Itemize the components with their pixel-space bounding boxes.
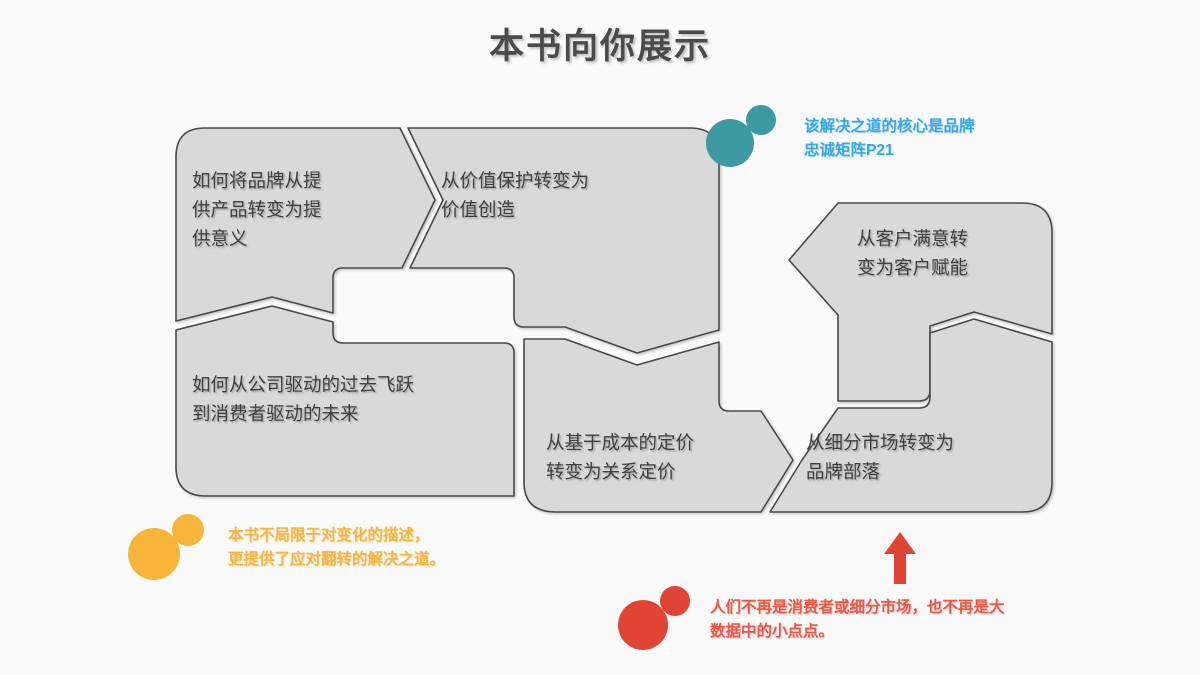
up-arrow-indicator [884,532,916,584]
up-arrow-glyph [884,532,916,584]
orange-bubble-marker [128,512,218,580]
teal-bubble-large-circle [706,119,754,167]
orange-bubble-small-circle [172,514,204,546]
callout-loyalty-matrix-text: 该解决之道的核心是品牌 忠诚矩阵P21 [804,118,975,159]
piece-brand-to-meaning-shape[interactable] [175,127,436,322]
callout-book-scope-text: 本书不局限于对变化的描述， 更提供了应对翻转的解决之道。 [228,527,446,568]
orange-bubble-large-circle [128,528,180,580]
teal-bubble-small-circle [746,105,776,135]
piece-relationship-pricing-shape[interactable] [523,338,794,513]
callout-book-scope[interactable]: 本书不局限于对变化的描述， 更提供了应对翻转的解决之道。 [128,512,445,580]
red-bubble-small-circle [660,586,690,616]
callout-loyalty-matrix[interactable]: 该解决之道的核心是品牌 忠诚矩阵P21 [706,105,975,167]
callout-people-not-consumers[interactable]: 人们不再是消费者或细分市场，也不再是大 数据中的小点点。 [618,586,1005,652]
page-title: 本书向你展示 [488,27,711,66]
red-bubble-marker [618,586,708,652]
callout-people-not-consumers-text: 人们不再是消费者或细分市场，也不再是大 数据中的小点点。 [710,599,1005,640]
piece-value-creation-shape[interactable] [407,127,720,354]
piece-brand-tribe-shape[interactable] [769,318,1053,513]
red-bubble-large-circle [618,600,668,650]
piece-customer-driven-shape[interactable] [175,305,515,497]
teal-bubble-marker [706,105,796,167]
